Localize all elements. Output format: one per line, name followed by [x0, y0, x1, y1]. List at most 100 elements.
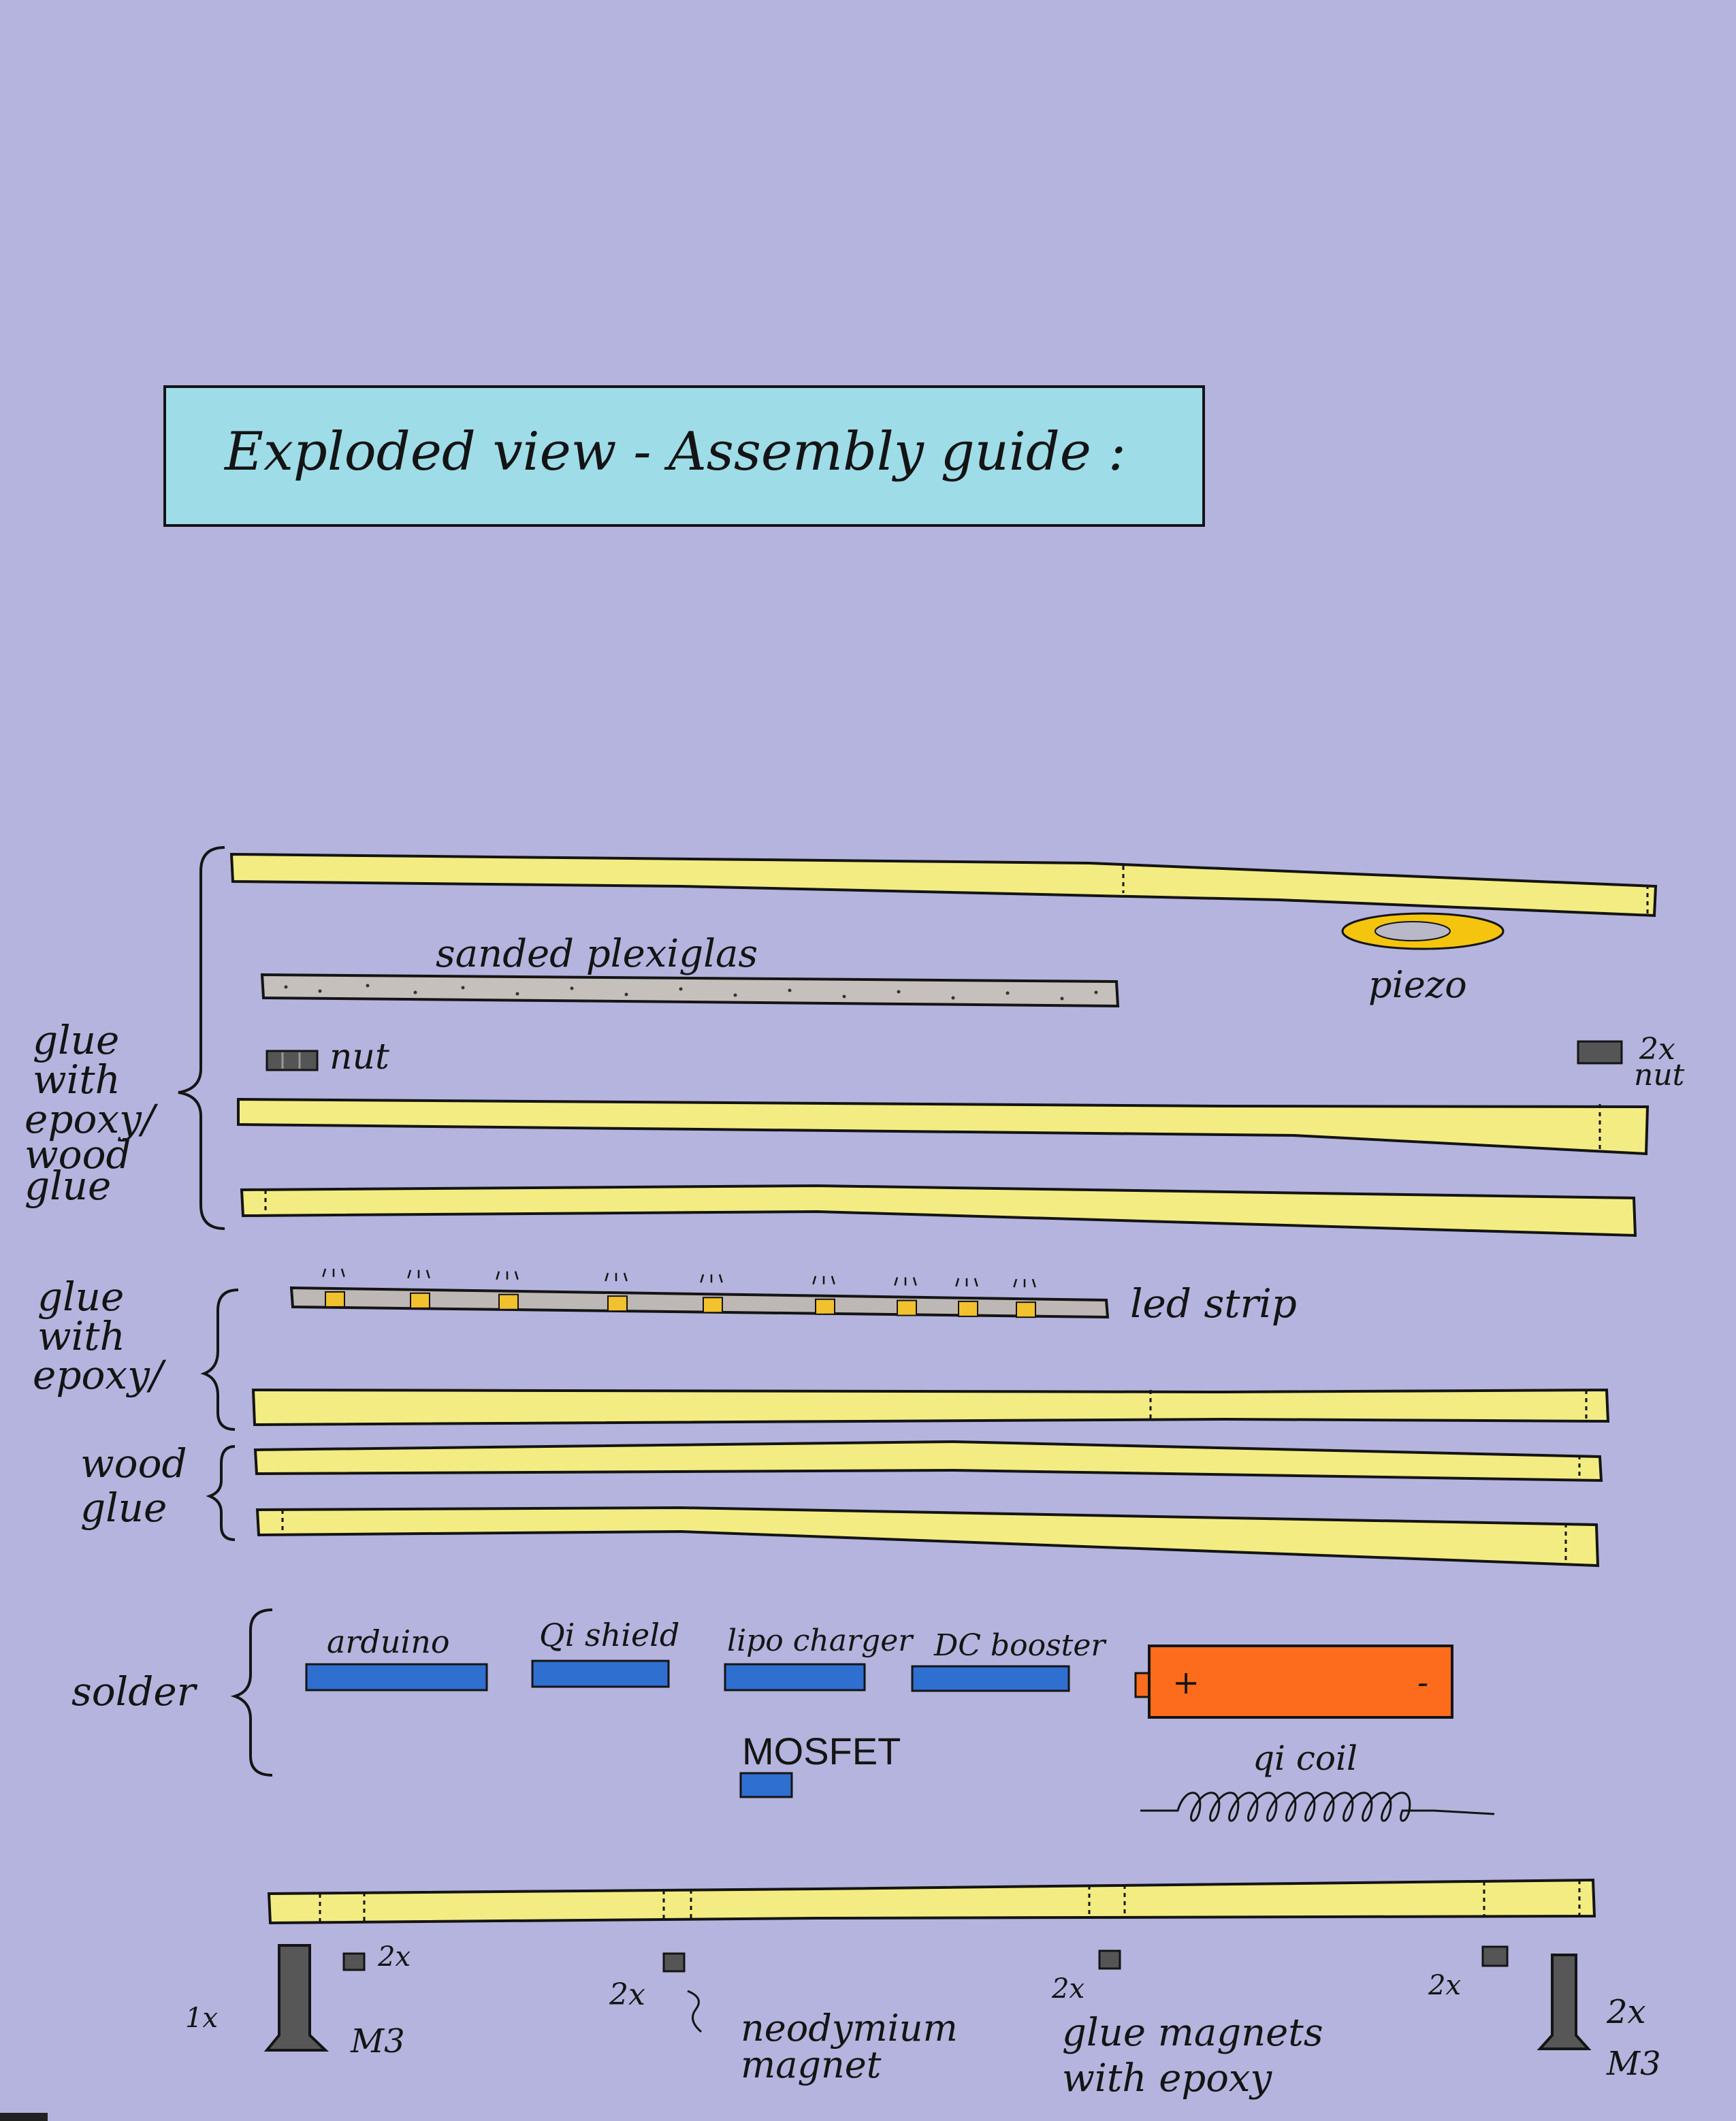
group-label-line: with	[37, 1313, 125, 1359]
dc-booster-board	[911, 1665, 1070, 1692]
brace	[178, 846, 225, 1230]
qi-shield: Qi shield	[531, 1617, 679, 1688]
group-label-line: glue	[33, 1017, 119, 1063]
nut-label: nut	[329, 1037, 389, 1078]
mosfet: MOSFET	[739, 1730, 901, 1798]
coil-shape	[1140, 1792, 1495, 1822]
magnet-3: 2x	[1051, 1949, 1121, 2005]
group-label-line: with	[33, 1056, 120, 1103]
light-ray	[812, 1276, 817, 1285]
glue-label-line: glue magnets	[1062, 2011, 1323, 2055]
nut-count: 2x	[1639, 1032, 1675, 1067]
group-label: solder	[71, 1668, 198, 1715]
magnet-1: 2x	[342, 1941, 411, 1973]
qi-shield-board	[531, 1659, 670, 1688]
nut-icon	[1577, 1040, 1623, 1065]
lipo-charger: lipo charger	[724, 1623, 914, 1691]
led	[410, 1292, 430, 1309]
magnet-count: 2x	[609, 1977, 645, 2012]
light-ray	[340, 1268, 345, 1278]
light-ray	[894, 1277, 899, 1286]
plexiglas-label: sanded plexiglas	[436, 932, 758, 976]
qi-coil-label: qi coil	[1253, 1738, 1357, 1778]
light-ray	[955, 1278, 960, 1287]
lipo-charger-label: lipo charger	[727, 1623, 914, 1658]
light-ray	[700, 1274, 705, 1283]
led	[897, 1299, 917, 1316]
led	[1016, 1301, 1036, 1318]
mosfet-chip	[739, 1772, 793, 1798]
qi-coil: qi coil	[1140, 1738, 1495, 1822]
magnet-icon	[662, 1952, 686, 1973]
light-ray	[425, 1269, 430, 1279]
magnet-4: 2x	[1428, 1945, 1509, 2001]
light-ray	[605, 1272, 609, 1282]
title-box: Exploded view - Assembly guide :	[163, 385, 1205, 527]
arduino: arduino	[305, 1623, 488, 1691]
piezo: piezo	[1341, 912, 1505, 1006]
svg-text:wood glue: wood glue	[80, 1440, 199, 1531]
arduino-label: arduino	[327, 1623, 450, 1660]
led-strip-label: led strip	[1130, 1280, 1297, 1327]
magnet-label: neodymium magnet	[741, 2007, 969, 2086]
light-ray	[1031, 1278, 1036, 1288]
page-title: Exploded view - Assembly guide :	[223, 421, 1126, 483]
group-label-line: glue	[80, 1485, 167, 1531]
group-label-line: wood	[80, 1440, 187, 1487]
battery: + -	[1134, 1645, 1453, 1719]
led	[815, 1298, 835, 1315]
wood-plank	[251, 1388, 1610, 1427]
dc-booster-label: DC booster	[933, 1628, 1107, 1663]
svg-text:glue with epoxy/: glue with epoxy/	[33, 1274, 167, 1398]
group-glue-epoxy: glue with epoxy/	[33, 1274, 239, 1431]
qi-shield-label: Qi shield	[539, 1617, 679, 1653]
magnet-count: 2x	[1428, 1970, 1461, 2001]
piezo-center	[1375, 921, 1451, 941]
battery-body	[1148, 1645, 1453, 1719]
group-solder: solder	[71, 1608, 273, 1777]
magnet-2: 2x	[609, 1952, 702, 2033]
wood-plank-bottom	[267, 1878, 1596, 1925]
group-label-line: glue	[25, 1163, 111, 1209]
led-strip: led strip	[289, 1268, 1297, 1327]
nut-right: 2x nut	[1577, 1032, 1685, 1092]
svg-text:glue with epoxy/: glue with epoxy/ wood glue	[25, 1017, 167, 1209]
glue-magnets-label: glue magnets with epoxy	[1062, 2011, 1335, 2101]
screw-icon	[1537, 1954, 1592, 2050]
dc-booster: DC booster	[911, 1628, 1107, 1692]
group-label-line: epoxy/	[33, 1352, 167, 1398]
screw-label: M3	[350, 2022, 405, 2060]
light-ray	[514, 1271, 519, 1280]
light-ray	[831, 1276, 835, 1285]
screw-right: 2x M3	[1537, 1954, 1661, 2083]
led	[607, 1295, 628, 1312]
wood-plank	[237, 1097, 1650, 1156]
glue-label-line: with epoxy	[1062, 2056, 1273, 2101]
screw-count: 2x	[1606, 1993, 1646, 2031]
magnet-icon	[1098, 1949, 1121, 1970]
light-ray	[912, 1277, 917, 1286]
arduino-board	[305, 1663, 488, 1691]
magnet-icon	[1481, 1945, 1509, 1967]
wood-plank	[240, 1184, 1637, 1237]
wood-plank	[253, 1440, 1603, 1483]
nut-icon	[266, 1050, 319, 1071]
led	[958, 1300, 978, 1317]
wood-plank-top	[229, 852, 1658, 918]
mosfet-label: MOSFET	[742, 1730, 901, 1772]
magnet-label-line: neodymium	[741, 2007, 958, 2050]
brace	[200, 1289, 239, 1431]
light-ray	[623, 1272, 628, 1282]
magnet-count: 2x	[1051, 1973, 1084, 2005]
screw-icon	[263, 1944, 329, 2052]
group-label-line: wood	[25, 1131, 131, 1178]
led	[325, 1291, 345, 1308]
battery-plus: +	[1172, 1664, 1200, 1702]
light-ray	[974, 1278, 978, 1287]
light-ray	[407, 1269, 412, 1279]
screw-count: 1x	[185, 2003, 218, 2034]
group-label-line: glue	[37, 1274, 124, 1320]
piezo-label: piezo	[1368, 963, 1467, 1006]
nut-label: nut	[1634, 1058, 1685, 1092]
